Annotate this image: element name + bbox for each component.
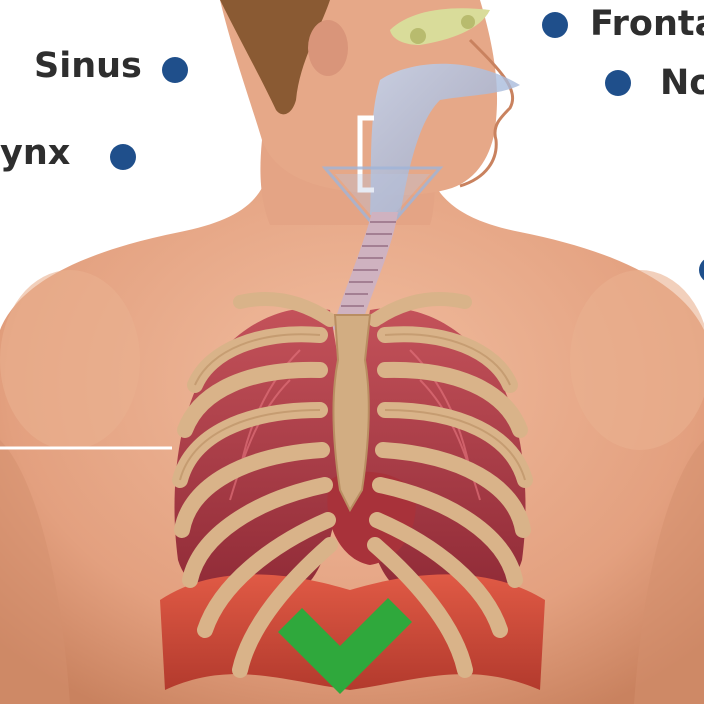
nose-pointer-dot	[605, 70, 631, 96]
label-sinus: Sinus	[34, 46, 142, 86]
trachea-pointer-dot	[699, 259, 704, 281]
frontal-pointer-dot	[542, 12, 568, 38]
clavicles	[233, 292, 472, 327]
diaphragm	[160, 574, 545, 690]
sternum	[332, 314, 372, 513]
label-frontal-sinus: Fronta	[590, 4, 704, 44]
pharynx-pointer-dot	[110, 144, 136, 170]
label-pharynx: ynx	[0, 133, 71, 173]
airway	[321, 8, 520, 238]
trachea	[332, 212, 398, 330]
check-icon	[278, 598, 412, 694]
pointer-lines	[0, 12, 704, 654]
head	[220, 0, 515, 195]
sinus-pointer-dot	[162, 57, 188, 83]
label-nose: No	[660, 63, 704, 103]
